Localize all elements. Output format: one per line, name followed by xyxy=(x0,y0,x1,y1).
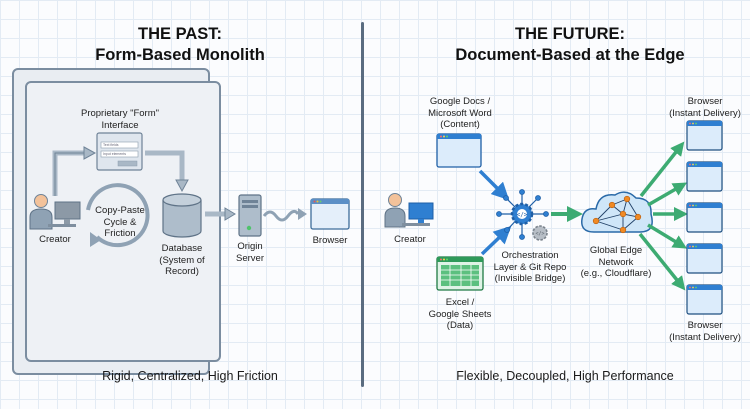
server-label-line1: Origin xyxy=(237,241,263,252)
edge-to-browser-arrow-4 xyxy=(647,223,687,249)
sheets-to-orchestration-arrow xyxy=(480,225,512,256)
database-label: Database (System of Record) xyxy=(147,243,217,278)
server-label-line2: Server xyxy=(236,252,264,264)
sheets-label-line1: Excel / xyxy=(445,297,475,308)
database-icon xyxy=(162,193,202,238)
origin-server-label: Origin Server xyxy=(220,241,280,264)
past-creator-icon xyxy=(29,194,81,230)
future-browser-window-4 xyxy=(686,243,723,274)
sheets-label: Excel / Google Sheets (Data) xyxy=(410,297,510,332)
edge-label-line2: Network xyxy=(598,256,634,268)
form-interface-label: Proprietary "Form" Interface xyxy=(70,108,170,131)
copy-paste-cycle-icon xyxy=(86,183,150,248)
edge-label-line1: Global Edge xyxy=(589,245,643,256)
edge-to-browser-arrow-1 xyxy=(639,141,685,198)
past-title-line2: Form-Based Monolith xyxy=(95,46,265,64)
database-label-line2: (System of xyxy=(159,254,205,266)
origin-server-icon xyxy=(238,194,262,237)
future-browser-window-3 xyxy=(686,202,723,233)
docs-label-line3: (Content) xyxy=(440,119,480,130)
database-to-server-arrow xyxy=(205,207,236,221)
database-label-line1: Database xyxy=(161,243,203,254)
sheets-label-line3: (Data) xyxy=(446,320,474,331)
browser-top-label: Browser (Instant Delivery) xyxy=(660,96,750,119)
google-docs-window-icon xyxy=(436,133,482,168)
creator-to-form-arrow xyxy=(52,146,97,196)
edge-cloud-icon xyxy=(581,191,653,234)
svg-text:</>: </> xyxy=(517,212,528,219)
future-browser-window-5 xyxy=(686,284,723,315)
future-creator-icon xyxy=(384,193,434,228)
browser-top-line2: (Instant Delivery) xyxy=(669,107,741,119)
form-to-database-arrow xyxy=(145,150,189,193)
past-browser-icon xyxy=(310,198,350,230)
section-divider xyxy=(361,22,364,387)
future-footer: Flexible, Decoupled, High Performance xyxy=(456,369,674,383)
form-label-line2: Interface xyxy=(101,119,139,131)
edge-to-browser-arrow-2 xyxy=(647,182,688,207)
past-footer: Rigid, Centralized, High Friction xyxy=(102,369,278,383)
orchestration-label-line3: (Invisible Bridge) xyxy=(494,273,566,284)
past-creator-label: Creator xyxy=(39,234,71,245)
future-title-line1: THE FUTURE: xyxy=(515,25,625,43)
edge-label: Global Edge Network (e.g., Cloudflare) xyxy=(566,245,666,280)
past-title: THE PAST: Form-Based Monolith xyxy=(60,24,300,66)
sheets-label-line2: Google Sheets xyxy=(428,308,492,320)
future-creator-label: Creator xyxy=(394,234,426,245)
browser-bottom-line2: (Instant Delivery) xyxy=(669,331,741,343)
cycle-label-line1: Copy-Paste xyxy=(95,205,145,216)
future-title: THE FUTURE: Document-Based at the Edge xyxy=(420,24,720,66)
cycle-label-line3: Friction xyxy=(104,228,136,239)
form-field-1: Text fields xyxy=(103,142,119,147)
browser-bottom-line1: Browser xyxy=(687,320,723,331)
past-title-line1: THE PAST: xyxy=(137,25,223,43)
form-interface-icon xyxy=(96,132,143,171)
edge-to-browser-arrows xyxy=(638,141,688,291)
excel-sheets-window-icon xyxy=(436,256,484,291)
edge-to-browser-arrow-5 xyxy=(638,232,686,291)
svg-text:</>: </> xyxy=(535,231,544,237)
docs-label-line1: Google Docs / xyxy=(429,96,491,107)
future-browser-window-1 xyxy=(686,120,723,151)
orchestration-label-line2: Layer & Git Repo xyxy=(493,261,567,273)
cycle-label: Copy-Paste Cycle & Friction xyxy=(85,205,155,240)
browser-top-line1: Browser xyxy=(687,96,723,107)
orchestration-label: Orchestration Layer & Git Repo (Invisibl… xyxy=(480,250,580,285)
future-browser-window-2 xyxy=(686,161,723,192)
cycle-label-line2: Cycle & xyxy=(103,216,137,228)
orchestration-hub-icon: </> </> xyxy=(496,189,549,241)
browser-bottom-label: Browser (Instant Delivery) xyxy=(660,320,750,343)
database-label-line3: Record) xyxy=(165,266,199,277)
docs-label: Google Docs / Microsoft Word (Content) xyxy=(410,96,510,131)
orchestration-label-line1: Orchestration xyxy=(501,250,559,261)
server-to-browser-wavy-arrow xyxy=(262,208,307,222)
edge-label-line3: (e.g., Cloudflare) xyxy=(580,268,652,279)
future-title-line2: Document-Based at the Edge xyxy=(455,46,685,64)
past-browser-label: Browser xyxy=(312,235,348,246)
form-field-2: Input elements xyxy=(103,151,126,156)
docs-label-line2: Microsoft Word xyxy=(428,107,492,119)
form-label-line1: Proprietary "Form" xyxy=(80,108,159,119)
docs-to-orchestration-arrow xyxy=(478,169,510,201)
future-browser-stack xyxy=(686,120,723,315)
